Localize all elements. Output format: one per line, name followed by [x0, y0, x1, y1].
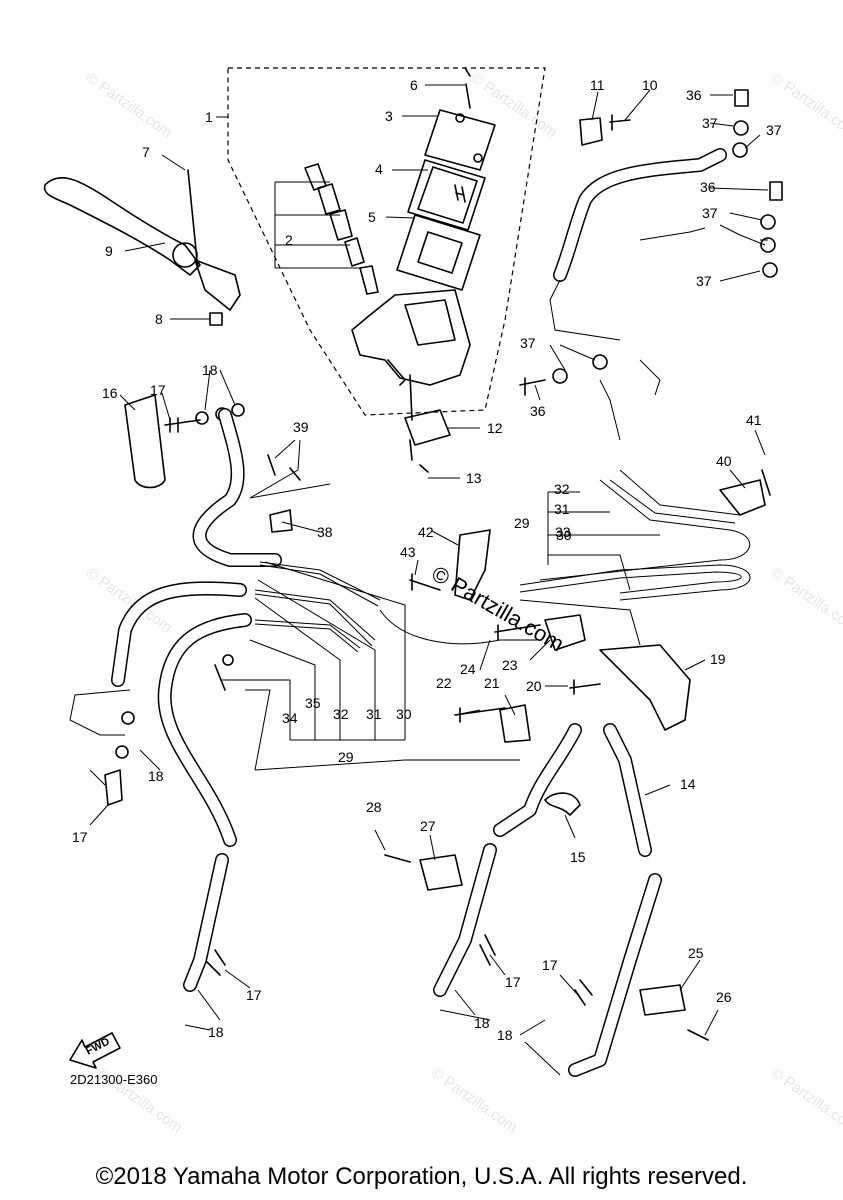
callout-18: 18 — [208, 1024, 224, 1040]
brake-lever — [43, 169, 241, 326]
callout-36: 36 — [530, 403, 546, 419]
callout-22: 22 — [436, 675, 452, 691]
callout-20: 20 — [526, 678, 542, 694]
callout-14: 14 — [680, 776, 696, 792]
callout-34: 34 — [282, 710, 298, 726]
callout-21: 21 — [484, 675, 500, 691]
callout-36: 36 — [686, 87, 702, 103]
watermark-main: © Partzilla.com — [428, 561, 569, 657]
callout-29: 29 — [338, 749, 354, 765]
callout-28: 28 — [366, 799, 382, 815]
callout-30: 30 — [556, 527, 572, 543]
callout-42: 42 — [418, 524, 434, 540]
callout-30: 30 — [396, 706, 412, 722]
callout-7: 7 — [142, 144, 150, 160]
callout-39: 39 — [293, 419, 309, 435]
callout-17: 17 — [542, 957, 558, 973]
watermark: © Partzilla.com — [83, 69, 176, 141]
callout-31: 31 — [554, 501, 570, 517]
callout-33: 33 — [555, 524, 571, 540]
callout-37: 37 — [520, 335, 536, 351]
callout-15: 15 — [570, 849, 586, 865]
callout-32: 32 — [554, 481, 570, 497]
callout-5: 5 — [368, 209, 376, 225]
callout-17: 17 — [505, 974, 521, 990]
callout-17: 17 — [150, 382, 166, 398]
callout-43: 43 — [400, 544, 416, 560]
callout-18: 18 — [497, 1027, 513, 1043]
callout-36: 36 — [700, 179, 716, 195]
callout-35: 35 — [305, 695, 321, 711]
callout-2: 2 — [285, 232, 293, 248]
copyright-text: ©2018 Yamaha Motor Corporation, U.S.A. A… — [95, 1163, 748, 1190]
callout-24: 24 — [460, 661, 476, 677]
callout-16: 16 — [102, 385, 118, 401]
callout-26: 26 — [716, 989, 732, 1005]
master-cylinder-body — [351, 289, 471, 421]
callout-37: 37 — [696, 273, 712, 289]
watermark: © Partzilla.com — [468, 69, 561, 141]
callout-37: 37 — [702, 205, 718, 221]
callout-3: 3 — [385, 108, 393, 124]
callout-17: 17 — [246, 987, 262, 1003]
callout-17: 17 — [72, 829, 88, 845]
callout-13: 13 — [466, 470, 482, 486]
watermark: © Partzilla.com — [428, 1064, 521, 1136]
watermark: © Partzilla.com — [768, 564, 843, 636]
leader-lines — [89, 84, 769, 1076]
callout-32: 32 — [333, 706, 349, 722]
callout-41: 41 — [746, 412, 762, 428]
callout-18: 18 — [202, 362, 218, 378]
fwd-arrow-icon: FWD — [69, 1032, 121, 1069]
reservoir-cap-assembly — [396, 67, 496, 291]
clamps-brackets — [269, 479, 766, 1016]
callout-19: 19 — [710, 651, 726, 667]
watermark: © Partzilla.com — [768, 1064, 843, 1136]
callout-6: 6 — [410, 77, 418, 93]
brake-hoses — [111, 148, 727, 1077]
callout-labels: 1 2 3 4 5 6 7 8 9 10 11 12 13 14 15 16 1… — [72, 77, 782, 1043]
callout-1: 1 — [205, 109, 213, 125]
callout-37: 37 — [702, 115, 718, 131]
callout-31: 31 — [366, 706, 382, 722]
callout-10: 10 — [642, 77, 658, 93]
callout-8: 8 — [155, 311, 163, 327]
callout-18: 18 — [148, 768, 164, 784]
callout-23: 23 — [502, 657, 518, 673]
bleed-cap — [124, 394, 166, 489]
callout-40: 40 — [716, 453, 732, 469]
callout-4: 4 — [375, 161, 383, 177]
callout-12: 12 — [487, 420, 503, 436]
brake-pipes — [69, 224, 766, 736]
callout-27: 27 — [420, 818, 436, 834]
callout-38: 38 — [317, 524, 333, 540]
callout-18: 18 — [474, 1015, 490, 1031]
callout-29: 29 — [514, 515, 530, 531]
brake-light-switch — [404, 409, 451, 473]
drawing-code: 2D21300-E360 — [70, 1072, 158, 1087]
callout-37: 37 — [766, 122, 782, 138]
callout-9: 9 — [105, 243, 113, 259]
callout-11: 11 — [590, 77, 605, 93]
callout-25: 25 — [688, 945, 704, 961]
piston-kit — [274, 163, 379, 295]
master-cylinder-group-outline — [227, 67, 546, 416]
